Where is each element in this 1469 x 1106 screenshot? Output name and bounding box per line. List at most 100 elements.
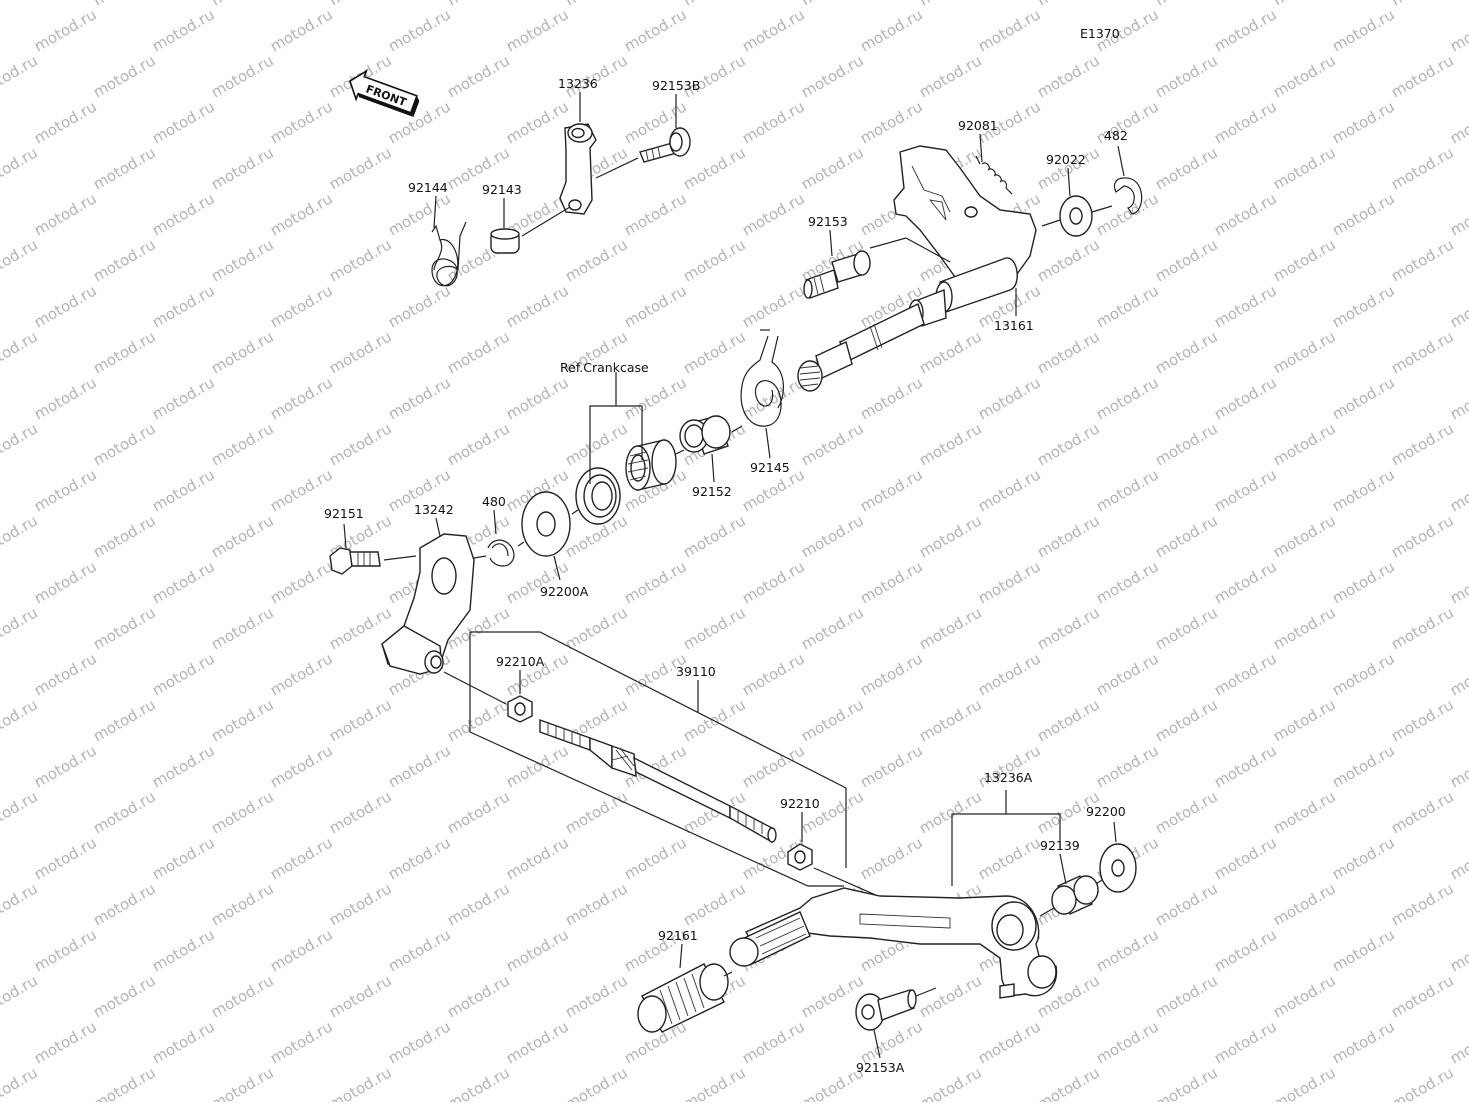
label-ref-crankcase: Ref.Crankcase bbox=[560, 360, 649, 375]
label-92144: 92144 bbox=[408, 180, 448, 195]
watermark-text: motod.ru bbox=[1152, 419, 1221, 469]
watermark-text: motod.ru bbox=[444, 1063, 513, 1102]
watermark-text: motod.ru bbox=[857, 465, 926, 515]
watermark-text: motod.ru bbox=[1447, 281, 1469, 331]
watermark-text: motod.ru bbox=[1270, 1063, 1339, 1102]
watermark-text: motod.ru bbox=[916, 327, 985, 377]
watermark-text: motod.ru bbox=[31, 557, 100, 607]
watermark-text: motod.ru bbox=[1211, 97, 1280, 147]
watermark-text: motod.ru bbox=[149, 373, 218, 423]
watermark-text: motod.ru bbox=[31, 5, 100, 55]
watermark-text: motod.ru bbox=[1093, 281, 1162, 331]
watermark-text: motod.ru bbox=[1388, 143, 1457, 193]
watermark-text: motod.ru bbox=[1329, 557, 1398, 607]
watermark-text: motod.ru bbox=[1447, 373, 1469, 423]
watermark-text: motod.ru bbox=[149, 649, 218, 699]
label-92022: 92022 bbox=[1046, 152, 1086, 167]
part-482-circlip bbox=[1113, 177, 1143, 215]
watermark-text: motod.ru bbox=[1034, 419, 1103, 469]
label-92145: 92145 bbox=[750, 460, 790, 475]
watermark-text: motod.ru bbox=[1093, 557, 1162, 607]
label-13161: 13161 bbox=[994, 318, 1034, 333]
watermark-text: motod.ru bbox=[739, 1017, 808, 1067]
label-92153: 92153 bbox=[808, 214, 848, 229]
watermark-text: motod.ru bbox=[916, 695, 985, 745]
watermark-text: motod.ru bbox=[1447, 1017, 1469, 1067]
watermark-text: motod.ru bbox=[326, 419, 395, 469]
watermark-text: motod.ru bbox=[1270, 511, 1339, 561]
watermark-text: motod.ru bbox=[1152, 971, 1221, 1021]
watermark-text: motod.ru bbox=[326, 879, 395, 929]
watermark-text: motod.ru bbox=[31, 925, 100, 975]
watermark-text: motod.ru bbox=[857, 833, 926, 883]
watermark-text: motod.ru bbox=[267, 97, 336, 147]
watermark-text: motod.ru bbox=[31, 465, 100, 515]
watermark-text: motod.ru bbox=[1211, 557, 1280, 607]
watermark-text: motod.ru bbox=[562, 971, 631, 1021]
watermark-text: motod.ru bbox=[208, 327, 277, 377]
watermark-text: motod.ru bbox=[267, 1017, 336, 1067]
watermark-text: motod.ru bbox=[1211, 833, 1280, 883]
watermark-text: motod.ru bbox=[503, 373, 572, 423]
watermark-text: motod.ru bbox=[90, 51, 159, 101]
watermark-text: motod.ru bbox=[1211, 649, 1280, 699]
label-13236A: 13236A bbox=[984, 770, 1033, 785]
watermark-text: motod.ru bbox=[267, 5, 336, 55]
watermark-text: motod.ru bbox=[621, 189, 690, 239]
watermark-text: motod.ru bbox=[0, 603, 41, 653]
watermark-text: motod.ru bbox=[916, 1063, 985, 1102]
watermark-text: motod.ru bbox=[1034, 327, 1103, 377]
watermark-text: motod.ru bbox=[1211, 465, 1280, 515]
watermark-text: motod.ru bbox=[1093, 465, 1162, 515]
watermark-text: motod.ru bbox=[798, 51, 867, 101]
watermark-text: motod.ru bbox=[267, 557, 336, 607]
part-92161-rubber bbox=[637, 963, 729, 1033]
watermark-text: motod.ru bbox=[90, 603, 159, 653]
part-92153-bolt bbox=[803, 250, 871, 299]
watermark-text: motod.ru bbox=[1270, 879, 1339, 929]
watermark-text: motod.ru bbox=[444, 419, 513, 469]
watermark-text: motod.ru bbox=[444, 787, 513, 837]
watermark-text: motod.ru bbox=[680, 51, 749, 101]
watermark-text: motod.ru bbox=[562, 1063, 631, 1102]
part-13242-shift-arm bbox=[381, 533, 475, 675]
watermark-text: motod.ru bbox=[385, 741, 454, 791]
label-92152: 92152 bbox=[692, 484, 732, 499]
label-92210A: 92210A bbox=[496, 654, 545, 669]
watermark-text: motod.ru bbox=[975, 373, 1044, 423]
watermark-text: motod.ru bbox=[562, 603, 631, 653]
watermark-text: motod.ru bbox=[149, 833, 218, 883]
part-oil-seal bbox=[575, 467, 621, 525]
watermark-text: motod.ru bbox=[326, 143, 395, 193]
watermark-text: motod.ru bbox=[90, 511, 159, 561]
watermark-text: motod.ru bbox=[1270, 787, 1339, 837]
part-needle-bearing bbox=[625, 439, 677, 491]
watermark-text: motod.ru bbox=[1211, 1017, 1280, 1067]
label-92143: 92143 bbox=[482, 182, 522, 197]
watermark-text: motod.ru bbox=[621, 373, 690, 423]
watermark-text: motod.ru bbox=[0, 879, 41, 929]
watermark-text: motod.ru bbox=[503, 5, 572, 55]
front-arrow-icon: FRONT bbox=[348, 69, 420, 117]
watermark-text: motod.ru bbox=[1270, 695, 1339, 745]
watermark-text: motod.ru bbox=[1388, 0, 1457, 9]
part-39110-tie-rod bbox=[539, 719, 777, 844]
watermark-text: motod.ru bbox=[1329, 189, 1398, 239]
watermark-text: motod.ru bbox=[1388, 879, 1457, 929]
watermark-text: motod.ru bbox=[1329, 925, 1398, 975]
watermark-text: motod.ru bbox=[326, 327, 395, 377]
watermark-text: motod.ru bbox=[1270, 419, 1339, 469]
watermark-text: motod.ru bbox=[798, 143, 867, 193]
watermark-text: motod.ru bbox=[0, 0, 41, 9]
watermark-text: motod.ru bbox=[1388, 971, 1457, 1021]
watermark-text: motod.ru bbox=[621, 557, 690, 607]
watermark-text: motod.ru bbox=[385, 373, 454, 423]
watermark-text: motod.ru bbox=[385, 1017, 454, 1067]
watermark-text: motod.ru bbox=[90, 695, 159, 745]
watermark-text: motod.ru bbox=[1034, 1063, 1103, 1102]
watermark-text: motod.ru bbox=[0, 51, 41, 101]
watermark-text: motod.ru bbox=[680, 511, 749, 561]
watermark-text: motod.ru bbox=[1034, 511, 1103, 561]
